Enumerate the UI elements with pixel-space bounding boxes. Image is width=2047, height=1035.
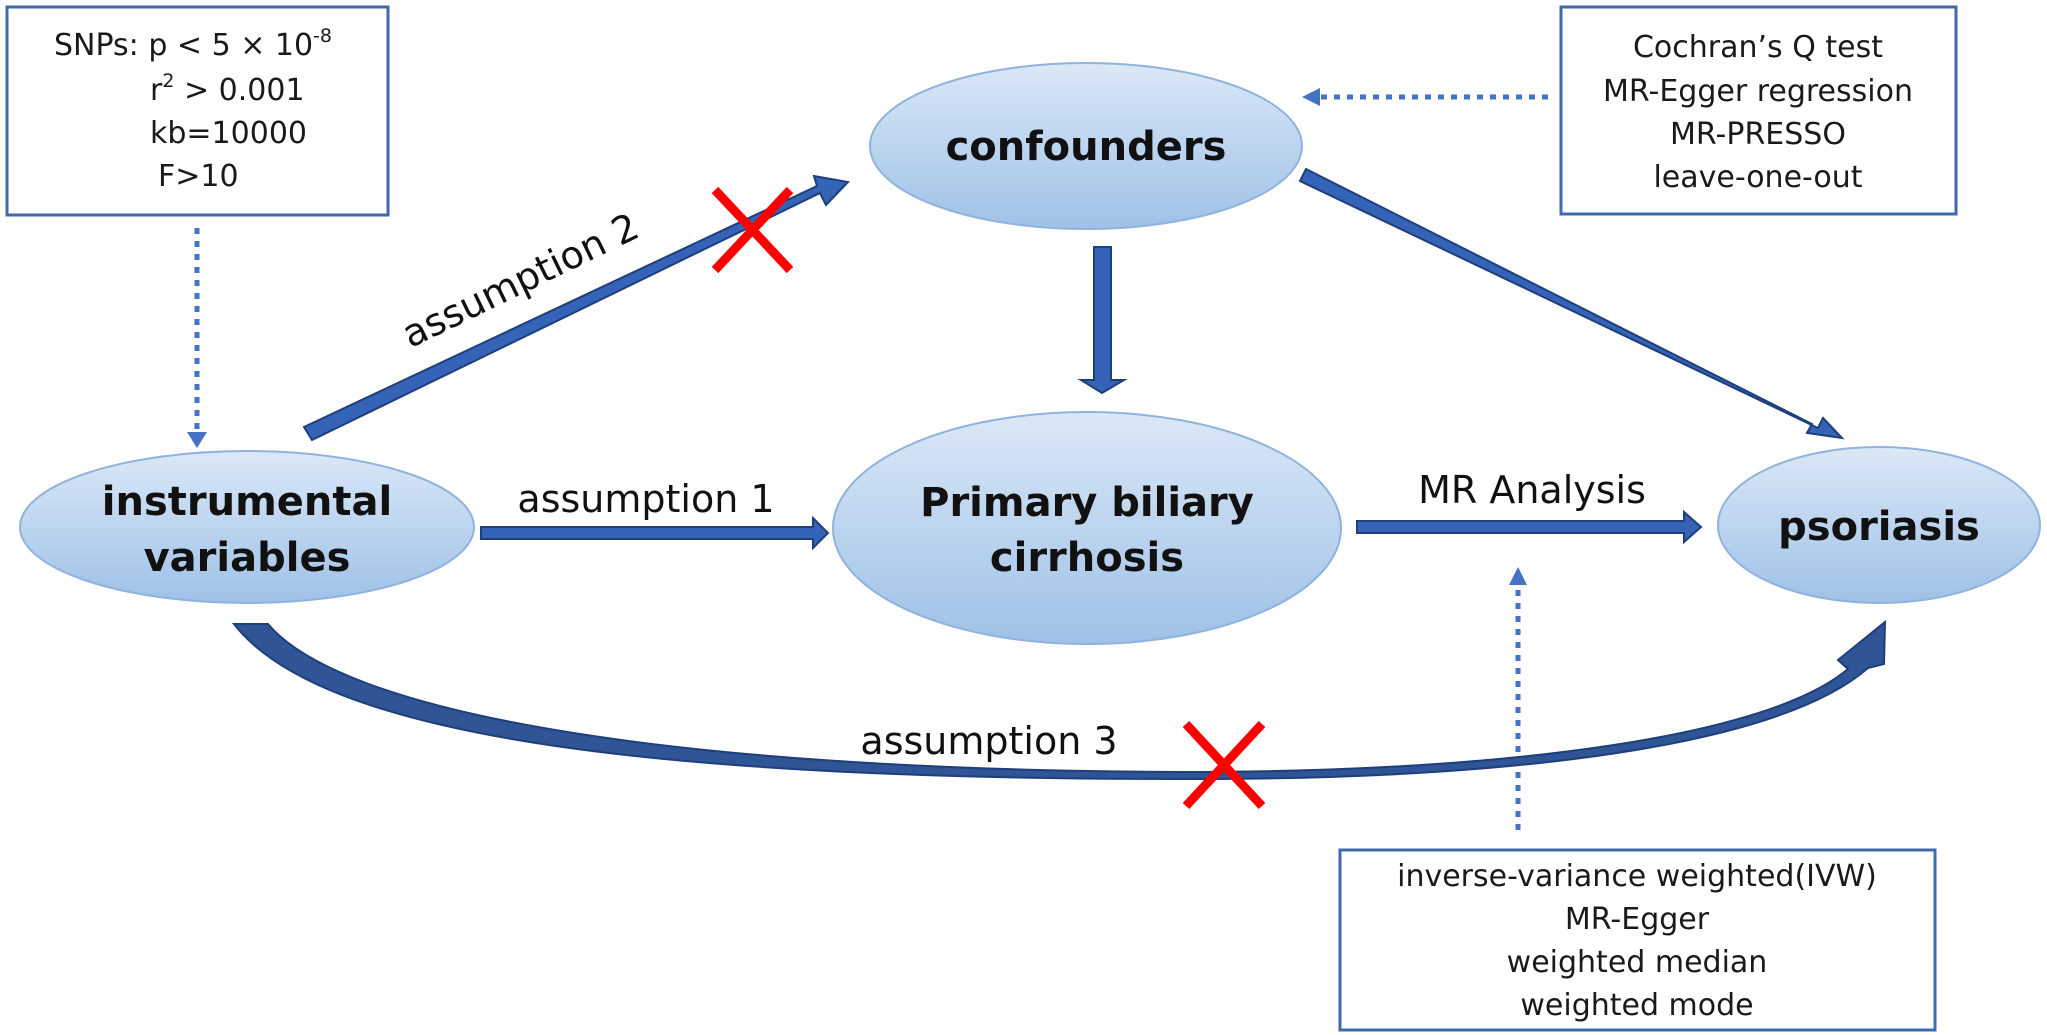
mr-method-line-2: MR-Egger: [1565, 902, 1710, 937]
assumption-2-cross-icon: [711, 186, 794, 274]
dotted-connector-methods-to-mr: [1509, 567, 1527, 830]
snp-criteria-line-2: r2 > 0.001: [150, 70, 305, 108]
snp-criteria-box: SNPs: p < 5 × 10-8 r2 > 0.001 kb=10000 F…: [5, 5, 390, 217]
assumption-2-arrow: [302, 174, 851, 442]
dotted-connector-snp-to-iv: [187, 228, 207, 448]
mr-method-line-4: weighted mode: [1520, 988, 1753, 1023]
assumption-3-cross-icon: [1182, 720, 1266, 810]
confounders-label: confounders: [946, 124, 1227, 170]
sensitivity-analysis-box: Cochran’s Q test MR-Egger regression MR-…: [1559, 5, 1958, 216]
mr-methods-box: inverse-variance weighted(IVW) MR-Egger …: [1338, 848, 1937, 1032]
instrumental-variables-label-line-1: instrumental: [102, 479, 392, 525]
psoriasis-label: psoriasis: [1778, 504, 1980, 550]
snp-criteria-line-1: SNPs: p < 5 × 10-8: [54, 25, 332, 63]
sensitivity-line-2: MR-Egger regression: [1603, 74, 1913, 109]
pbc-label-line-2: cirrhosis: [990, 535, 1184, 581]
confounders-to-pbc-arrow: [1077, 246, 1128, 395]
mr-method-line-1: inverse-variance weighted(IVW): [1397, 859, 1877, 894]
pbc-label-line-1: Primary biliary: [920, 480, 1254, 526]
sensitivity-line-3: MR-PRESSO: [1670, 117, 1846, 152]
instrumental-variables-node: instrumental variables: [19, 450, 475, 604]
mr-analysis-label: MR Analysis: [1418, 468, 1646, 512]
instrumental-variables-label-line-2: variables: [144, 535, 351, 581]
dotted-connector-sensitivity-to-confounders: [1302, 88, 1548, 106]
confounders-to-psoriasis-arrow: [1298, 167, 1845, 440]
assumption-1-label: assumption 1: [517, 477, 774, 521]
assumption-3-curved-arrow: [231, 619, 1887, 781]
assumption-1-arrow: [480, 515, 830, 551]
mr-analysis-arrow: [1356, 509, 1703, 545]
sensitivity-line-1: Cochran’s Q test: [1633, 30, 1883, 65]
confounders-node: confounders: [869, 62, 1303, 230]
snp-criteria-line-4: F>10: [158, 159, 239, 194]
psoriasis-node: psoriasis: [1717, 446, 2041, 604]
sensitivity-line-4: leave-one-out: [1653, 160, 1862, 195]
mr-method-line-3: weighted median: [1507, 945, 1768, 980]
snp-criteria-line-3: kb=10000: [150, 116, 307, 151]
primary-biliary-cirrhosis-node: Primary biliary cirrhosis: [832, 411, 1342, 645]
assumption-3-label: assumption 3: [860, 719, 1117, 763]
